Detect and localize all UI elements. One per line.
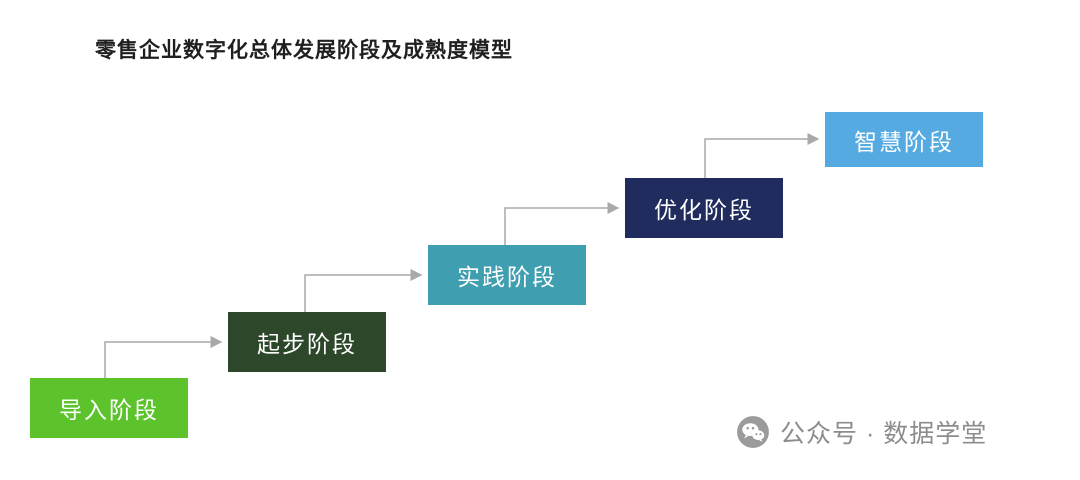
stage-box-4: 优化阶段 bbox=[625, 178, 783, 238]
stage-label-3: 实践阶段 bbox=[457, 264, 557, 290]
connector-stage2-stage3 bbox=[304, 269, 423, 312]
stage-label-5: 智慧阶段 bbox=[854, 128, 954, 155]
stage-label-2: 起步阶段 bbox=[257, 331, 357, 357]
stage-box-2: 起步阶段 bbox=[228, 312, 386, 372]
watermark-text: 公众号 · 数据学堂 bbox=[780, 420, 988, 448]
watermark: 公众号 · 数据学堂 bbox=[736, 414, 987, 450]
stage-box-1: 导入阶段 bbox=[30, 378, 188, 438]
stage-box-3: 实践阶段 bbox=[428, 245, 586, 305]
connector-stage3-stage4 bbox=[504, 202, 620, 245]
wechat-icon bbox=[737, 416, 769, 448]
diagram-title: 零售企业数字化总体发展阶段及成熟度模型 bbox=[95, 39, 513, 62]
connector-stage1-stage2 bbox=[104, 336, 223, 378]
stage-label-1: 导入阶段 bbox=[59, 397, 159, 423]
connector-stage4-stage5 bbox=[704, 133, 820, 178]
stage-box-5: 智慧阶段 bbox=[825, 112, 983, 167]
stage-label-4: 优化阶段 bbox=[654, 197, 754, 223]
